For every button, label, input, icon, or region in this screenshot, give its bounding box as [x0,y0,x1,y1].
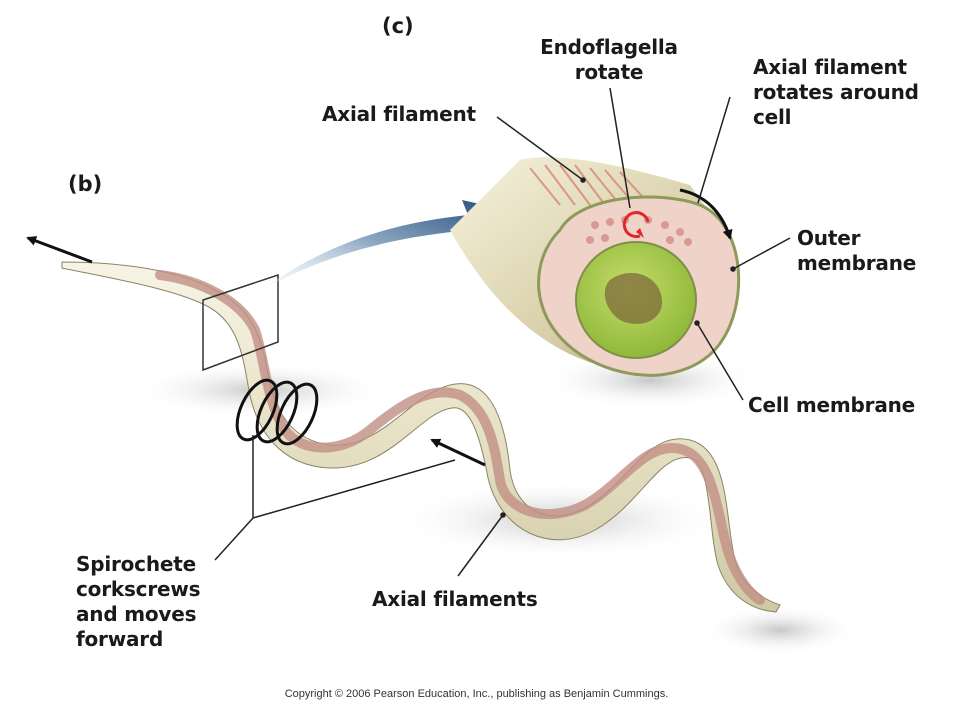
panel-label-b: (b) [68,172,103,196]
body-motion-arrow [430,438,486,467]
leader-lines [214,87,791,577]
label-spirochete-corkscrews: Spirochete corkscrews and moves forward [76,552,201,651]
label-cell-membrane: Cell membrane [748,393,916,417]
panel-label-c: (c) [382,14,414,38]
tail-shadow [700,605,860,655]
label-outer-membrane: Outer membrane [797,226,917,275]
rotation-around-cell-arrow [679,188,733,240]
zoom-region-box [202,273,279,372]
forward-motion-arrow [26,236,93,264]
copyright-notice: Copyright © 2006 Pearson Education, Inc.… [284,688,669,700]
zoom-arrow [262,200,506,290]
label-axial-filaments: Axial filaments [372,587,538,611]
rotation-arrow-icon [622,211,650,239]
cross-section [450,157,741,377]
label-endoflagella-rotate: Endoflagella rotate [540,35,678,84]
spirochete-body [61,261,781,613]
label-axial-filament-rotates: Axial filament rotates around cell [753,55,919,129]
label-axial-filament: Axial filament [322,102,476,126]
cross-section-shadow [540,350,760,410]
corkscrew-rotation-icon [235,378,319,446]
